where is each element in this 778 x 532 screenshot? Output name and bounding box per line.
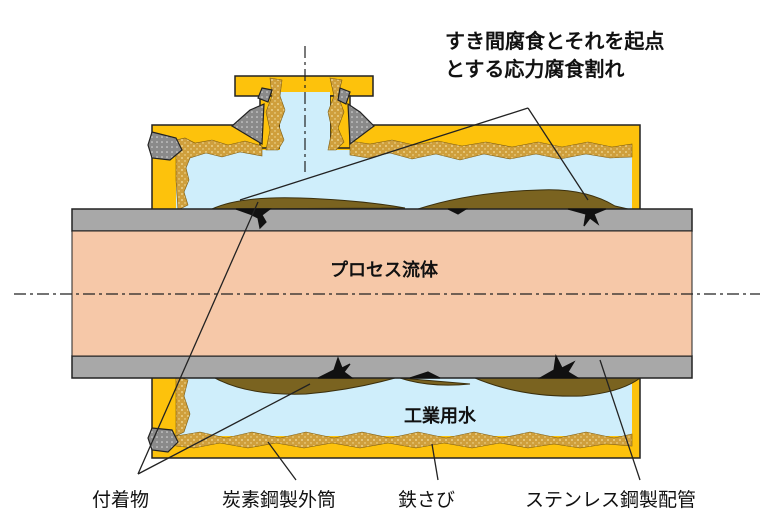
- leader-title-left: [239, 107, 529, 201]
- crack-top-3: [567, 208, 607, 227]
- rust-bottom: [175, 431, 633, 449]
- leader-shell: [267, 441, 297, 481]
- gasket-nozzle-right-small: [337, 87, 351, 105]
- deposit-top-2: [417, 189, 629, 210]
- industrial-water-label: 工業用水: [404, 405, 477, 427]
- crack-bottom-3: [537, 354, 581, 379]
- rust-top-left: [175, 137, 263, 211]
- stainless-pipe-label: ステンレス鋼製配管: [525, 489, 696, 511]
- title-line-2: とする応力腐食割れ: [445, 57, 624, 81]
- rust-top-right: [349, 139, 633, 161]
- gasket-nozzle-left: [230, 103, 265, 146]
- deposit-top-1: [211, 197, 406, 210]
- cracks: [235, 208, 607, 379]
- crack-bottom-1: [317, 356, 354, 379]
- carbon-steel-shell-label: 炭素鋼製外筒: [222, 489, 336, 511]
- deposit-bottom-2: [399, 377, 471, 386]
- gasket-nozzle-left-small: [257, 87, 273, 103]
- gasket-nozzle-right: [347, 102, 375, 146]
- leader-title-right: [527, 107, 589, 201]
- crack-top-2: [447, 208, 469, 215]
- title-line-1: すき間腐食とそれを起点: [445, 29, 664, 53]
- leader-lines: [137, 107, 641, 481]
- leader-deposit-2: [137, 383, 311, 475]
- center-lines: [14, 46, 760, 295]
- pipe-wall-bottom: [71, 355, 693, 379]
- rust-layers: [175, 77, 633, 449]
- process-fluid-label: プロセス流体: [330, 259, 439, 281]
- leader-pipe: [599, 359, 641, 481]
- leader-rust: [431, 443, 439, 481]
- rust-bottom-left-wall: [175, 375, 191, 437]
- deposit-bottom-3: [474, 377, 642, 397]
- leader-deposit-1: [137, 201, 259, 475]
- deposit-label: 付着物: [92, 489, 149, 511]
- gaskets: [147, 87, 375, 453]
- crack-bottom-2: [409, 371, 441, 379]
- rust-label: 鉄さび: [398, 489, 455, 511]
- gasket-left-top: [147, 131, 183, 161]
- crack-top-1: [235, 208, 272, 230]
- rust-nozzle-left: [265, 77, 286, 151]
